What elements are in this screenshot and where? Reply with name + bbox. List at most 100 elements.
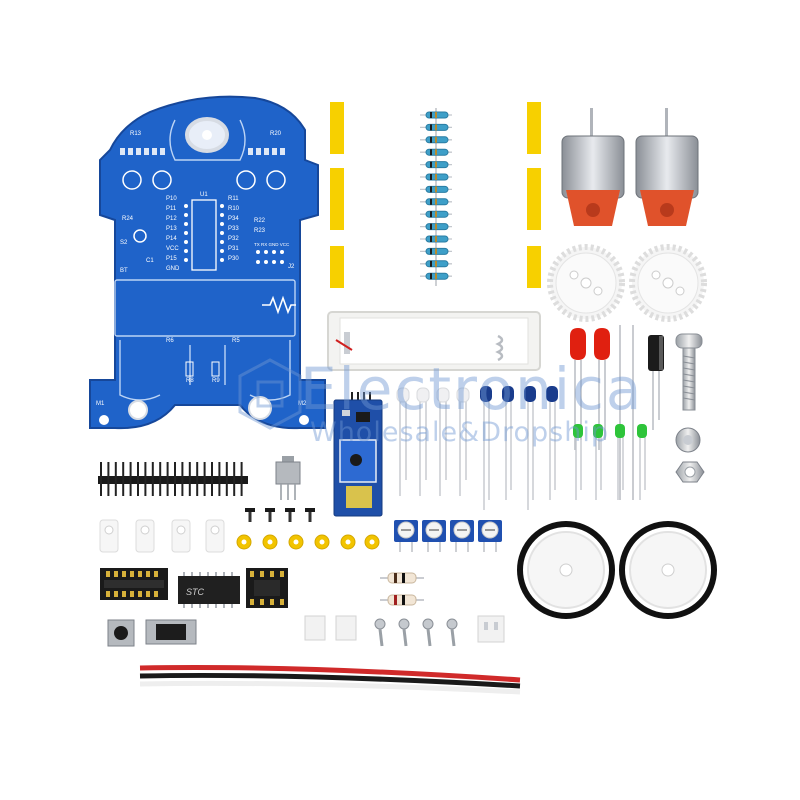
trim-potentiometers — [394, 520, 502, 552]
resistor — [420, 136, 452, 144]
trim-potentiometer — [422, 520, 446, 552]
green-led — [637, 424, 647, 500]
yellow-tape-strips-left — [330, 102, 344, 288]
pcb-label-bt: BT — [120, 268, 128, 274]
long-screw — [675, 333, 703, 411]
silver-screw — [398, 618, 410, 647]
pcb-label-j2: J2 — [288, 264, 295, 270]
pcb-label-board-id: TJ-56-12T — [186, 413, 219, 420]
pcb-label-p34: P34 — [228, 216, 239, 222]
pcb-label-r10: R10 — [228, 206, 240, 212]
resistor — [420, 123, 452, 131]
green-led — [615, 424, 625, 500]
black-screw — [285, 508, 295, 522]
resistor-column — [420, 108, 452, 286]
slide-switch — [275, 456, 301, 500]
resistor — [420, 148, 452, 156]
silver-screw — [422, 618, 434, 647]
pcb-label-r5: R5 — [232, 338, 240, 344]
pcb-label-r9: R9 — [212, 378, 220, 384]
black-screw — [305, 508, 315, 522]
resistor — [420, 272, 452, 280]
pcb-label-p14: P14 — [166, 236, 177, 242]
ir-led — [524, 386, 536, 510]
electrolytic-capacitor — [648, 335, 664, 430]
ir-led — [546, 386, 558, 500]
yellow-tape-strips-right — [527, 102, 541, 288]
resistor — [420, 235, 452, 243]
cap-nut — [675, 427, 701, 453]
dc-motor-right — [635, 108, 699, 226]
resistor — [420, 173, 452, 181]
silver-screw — [446, 618, 458, 647]
wheel-right — [619, 521, 717, 619]
photodiode-group — [396, 387, 470, 496]
bluetooth-module — [333, 392, 383, 517]
pcb-label-u1: U1 — [200, 192, 208, 198]
pcb-label-r6: R6 — [166, 338, 174, 344]
loose-resistors — [380, 572, 424, 606]
resistor — [420, 185, 452, 193]
resistor — [420, 161, 452, 169]
silver-screw — [374, 618, 386, 647]
trim-potentiometer — [450, 520, 474, 552]
pcb-label-c1: C1 — [146, 258, 154, 264]
plastic-clip — [205, 519, 225, 553]
pcb-label-p31: P31 — [228, 246, 239, 252]
pcb-label-p11: P11 — [166, 206, 177, 212]
resistor — [420, 111, 452, 119]
chip-label: STC — [186, 587, 205, 597]
pcb-label-header: TX RX GND VCC — [254, 242, 290, 247]
small-black-screws — [245, 508, 315, 522]
pcb-label-r22: R22 — [254, 218, 266, 224]
ir-led-group — [480, 386, 558, 510]
resistor — [420, 260, 452, 268]
pcb-label-s2: S2 — [120, 240, 128, 246]
pcb-label-p30: P30 — [228, 256, 239, 262]
pcb-label-r20: R20 — [270, 131, 282, 137]
jumper-leads — [619, 325, 634, 500]
ir-led — [502, 386, 514, 500]
ic-socket-16pin — [100, 568, 168, 600]
wheel-left — [517, 521, 615, 619]
pcb-label-r24: R24 — [122, 216, 134, 222]
resistor — [420, 210, 452, 218]
pcb-label-r8: R8 — [186, 378, 194, 384]
green-led — [573, 424, 583, 500]
pcb-label-p33: P33 — [228, 226, 239, 232]
battery-holder — [327, 311, 541, 371]
black-screw — [245, 508, 255, 522]
pcb-board: R13 R20 P10 P11 P12 P13 P14 VCC P15 GND … — [89, 95, 326, 430]
gear-right — [629, 244, 707, 322]
green-led — [593, 424, 603, 500]
stc-microcontroller-chip: STC — [178, 572, 240, 608]
trim-potentiometer — [394, 520, 418, 552]
plastic-clip — [99, 519, 119, 553]
white-connectors — [304, 615, 505, 643]
pcb-label-m2: M2 — [298, 401, 307, 407]
pcb-label-p15: P15 — [166, 256, 177, 262]
ribbon-wires — [139, 665, 521, 695]
gear-left — [547, 244, 625, 322]
trim-potentiometer — [478, 520, 502, 552]
pcb-label-p13: P13 — [166, 226, 177, 232]
hex-nut — [675, 461, 705, 483]
pin-header-strip — [98, 462, 248, 496]
pcb-label-p32: P32 — [228, 236, 239, 242]
white-plastic-clips — [99, 519, 225, 553]
ir-led — [480, 386, 492, 510]
plastic-clip — [171, 519, 191, 553]
pcb-label-r13: R13 — [130, 131, 142, 137]
motor-driver-chip — [145, 619, 197, 645]
dc-motor-left — [561, 108, 625, 226]
pcb-label-vcc: VCC — [166, 246, 179, 252]
resistor — [420, 223, 452, 231]
pcb-label-gnd: GND — [166, 266, 180, 272]
silver-screws — [374, 618, 458, 647]
black-screw — [265, 508, 275, 522]
pcb-label-r11: R11 — [228, 196, 239, 202]
pcb-label-p10: P10 — [166, 196, 177, 202]
green-led-group — [573, 424, 647, 500]
